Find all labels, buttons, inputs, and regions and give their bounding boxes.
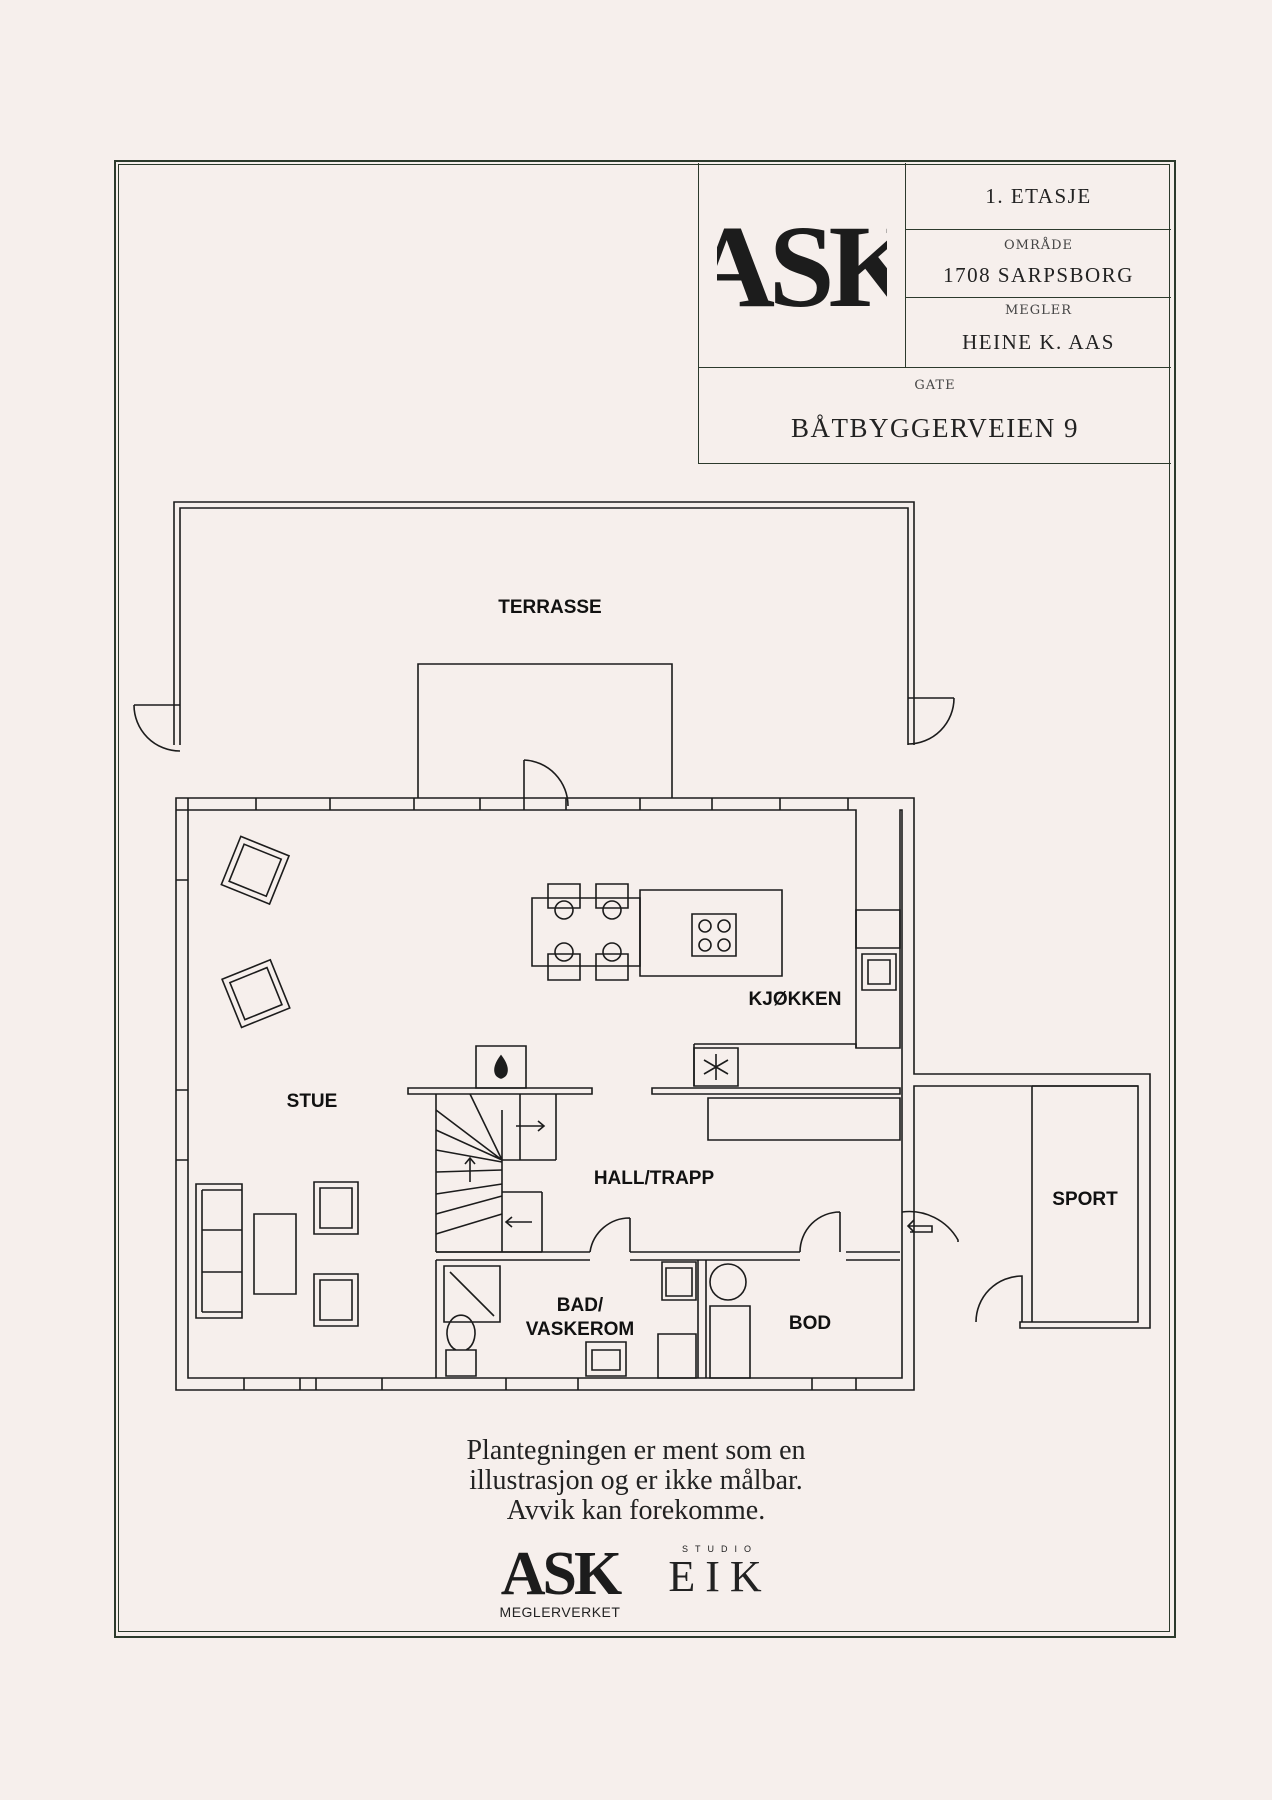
stair-arrow-2 [464,1156,476,1182]
stair-arrow-1 [516,1120,546,1132]
armchair-1 [220,835,291,906]
sheet-frame-inner [118,164,1170,1632]
disclaimer-line3: Avvik kan forekomme. [506,1495,766,1526]
shower-icon [443,1265,501,1323]
broker-caption: MEGLER [1004,303,1073,318]
dishwasher-icon [855,909,901,949]
fridge-snowflake [703,1054,729,1080]
floor-label: 1. ETASJE [985,184,1092,208]
dining-table [531,897,641,967]
area-value: 1708 SARPSBORG [943,263,1134,287]
dining-chairs [547,883,629,981]
terrace-door-right-swing [907,697,955,745]
lounge-chair-1 [313,1181,359,1235]
broker-cell: MEGLER HEINE K. AAS [906,298,1171,368]
ask-logo-icon: ASK [717,210,887,320]
armchair-2 [221,958,291,1029]
ask-logo: ASK [699,163,906,368]
room-label-stue: STUE [286,1091,338,1112]
eik-main: EIK [668,1552,772,1601]
room-label-bad: BAD/ VASKEROM [516,1294,644,1342]
bod-cabinet [709,1305,751,1379]
fireplace-icon [475,1045,527,1089]
terrace-door-swing [523,759,569,807]
left-windows [176,809,188,1161]
room-label-sport: SPORT [1052,1189,1118,1210]
ask-sub: MEGLERVERKET [499,1604,621,1620]
sport-inner [1031,1085,1138,1322]
cooktop-icon [691,913,737,957]
disclaimer-line1: Plantegningen er ment som en [466,1435,806,1466]
ask-meglerverket-logo: ASK MEGLERVERKET [490,1540,630,1620]
stair-treads [435,1093,521,1235]
house-inner-wall [187,809,903,1379]
terrace-door-left-swing [133,704,181,752]
toilet-icon [445,1314,477,1377]
bottom-windows [243,1378,857,1390]
entry-arrow-icon [906,1219,933,1233]
studio-eik-logo: STUDIO EIK [660,1544,780,1600]
broker-value: HEINE K. AAS [962,330,1115,354]
sofa [195,1183,243,1319]
room-label-bad-line2: VASKEROM [525,1319,635,1340]
ask-small-logo-text: ASK [501,1540,622,1600]
fireplace-flame [494,1054,508,1079]
water-heater-icon [709,1263,747,1301]
burner [698,938,712,952]
bath-bod-wall [697,1260,707,1378]
plate [602,942,622,962]
shower-diag [449,1271,495,1317]
bath-door [589,1217,631,1253]
hall-wall-left [407,1087,593,1095]
fridge-icon [693,1047,739,1087]
ask-logo-text: ASK [717,210,887,320]
street-value: BÅTBYGGERVEIEN 9 [790,413,1080,443]
bath-sink-icon [585,1341,627,1377]
eik-top: STUDIO [681,1544,758,1554]
terrace-outline-inner [179,507,909,745]
street-caption: GATE [914,378,956,393]
floor-cell: 1. ETASJE [906,163,1171,230]
coffee-table [253,1213,297,1295]
room-label-bad-line1: BAD/ [556,1295,604,1316]
hall-wall-right [651,1087,901,1095]
terrace-outline [173,501,915,745]
house-outer-wall [175,797,1151,1391]
entry-door-swing [901,1210,959,1242]
terrace-inset [417,663,673,798]
sheet-frame [114,160,1176,1638]
sink-icon [861,953,897,991]
disclaimer-line2: illustrasjon og er ikke målbar. [469,1465,803,1496]
stair-arrow-3 [504,1216,532,1228]
room-label-bod: BOD [788,1313,832,1334]
kitchen-island [639,889,783,977]
sport-door [975,1275,1023,1323]
room-label-terrasse: TERRASSE [498,597,602,618]
disclaimer: Plantegningen er ment som en illustrasjo… [380,1436,892,1526]
plate [602,900,622,920]
room-label-hall: HALL/TRAPP [593,1168,715,1189]
dryer-icon [657,1333,697,1379]
lounge-chair-2 [313,1273,359,1327]
hall-cabinet [707,1097,901,1141]
title-block: ASK 1. ETASJE OMRÅDE 1708 SARPSBORG MEGL… [698,163,1171,464]
washer-icon [661,1261,697,1301]
ask-small-logo-icon: ASK [501,1540,625,1608]
area-cell: OMRÅDE 1708 SARPSBORG [906,230,1171,298]
plate [554,942,574,962]
burner [717,919,731,933]
room-label-kjokken: KJØKKEN [748,989,842,1010]
burner [698,919,712,933]
top-windows [187,798,849,810]
street-cell: GATE BÅTBYGGERVEIEN 9 [699,368,1171,463]
area-caption: OMRÅDE [1003,238,1074,253]
burner [717,938,731,952]
bod-door [799,1211,841,1253]
plate [554,900,574,920]
